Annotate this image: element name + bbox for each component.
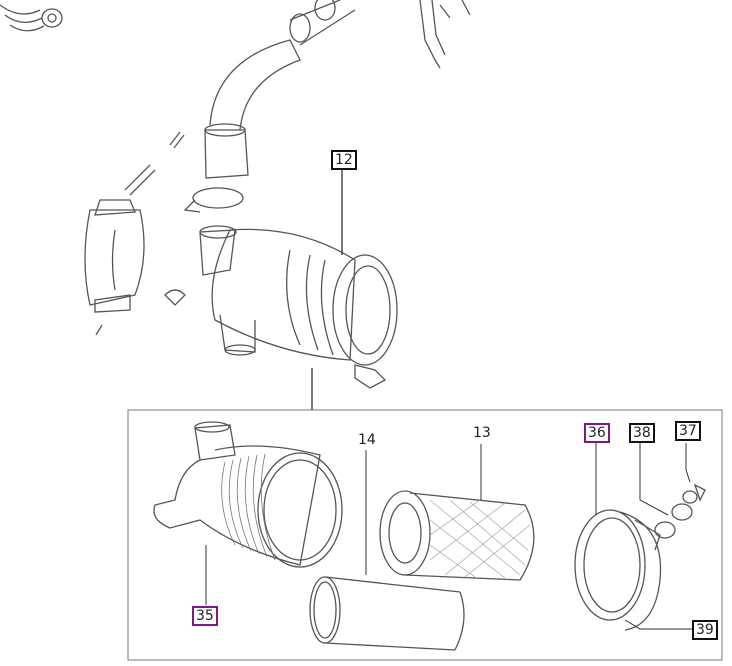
intake-hose <box>204 0 356 179</box>
small-parts-37-38 <box>654 483 706 539</box>
callout-39[interactable]: 39 <box>692 620 718 640</box>
spring-part <box>0 4 63 32</box>
callout-36[interactable]: 36 <box>584 423 610 443</box>
callout-37[interactable]: 37 <box>675 421 701 441</box>
callout-12[interactable]: 12 <box>331 150 357 170</box>
callout-13[interactable]: 13 <box>473 425 491 441</box>
callout-38[interactable]: 38 <box>629 423 655 443</box>
callout-14[interactable]: 14 <box>358 432 376 448</box>
detail-frame <box>127 409 723 661</box>
callout-35[interactable]: 35 <box>192 606 218 626</box>
screws <box>95 131 186 336</box>
housing-part-35 <box>153 421 343 568</box>
bracket-part <box>419 0 471 69</box>
leader-lines <box>205 443 692 630</box>
filter-part-13 <box>379 490 535 581</box>
cap-part-36 <box>574 509 662 631</box>
hose-clamp <box>183 187 244 213</box>
mounting-band <box>84 199 145 313</box>
tube-part-14 <box>309 576 465 651</box>
air-cleaner-assembly <box>199 225 398 389</box>
